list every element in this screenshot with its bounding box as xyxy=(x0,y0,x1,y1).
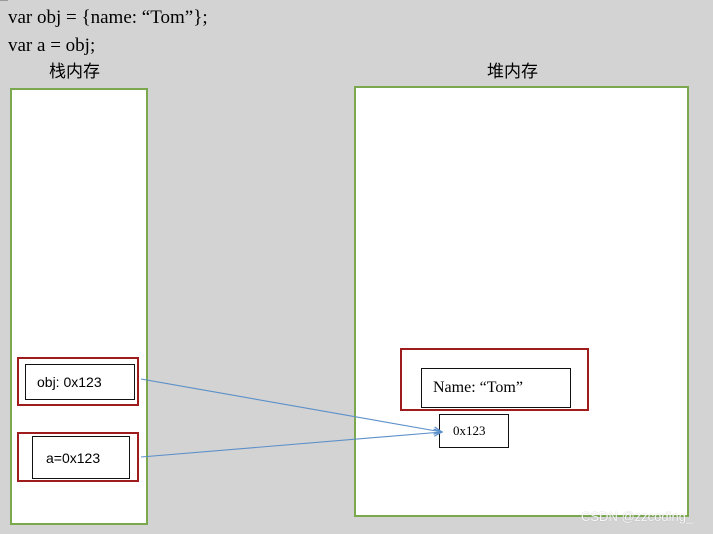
heap-object-cell: Name: “Tom” xyxy=(421,368,571,408)
obj-variable-cell: obj: 0x123 xyxy=(25,364,135,400)
heap-address-cell: 0x123 xyxy=(439,414,509,448)
obj-highlight-box xyxy=(17,357,139,406)
heap-memory-region xyxy=(354,86,689,517)
a-highlight-box xyxy=(17,432,139,482)
code-line-2: var a = obj; xyxy=(8,35,96,56)
stack-title: 栈内存 xyxy=(49,62,100,82)
code-line-1: var obj = {name: “Tom”}; xyxy=(8,7,208,28)
heap-title: 堆内存 xyxy=(487,62,538,82)
corner-mark xyxy=(0,0,8,1)
watermark: CSDN @zzcoding_ xyxy=(581,509,694,524)
a-variable-cell: a=0x123 xyxy=(32,436,130,479)
